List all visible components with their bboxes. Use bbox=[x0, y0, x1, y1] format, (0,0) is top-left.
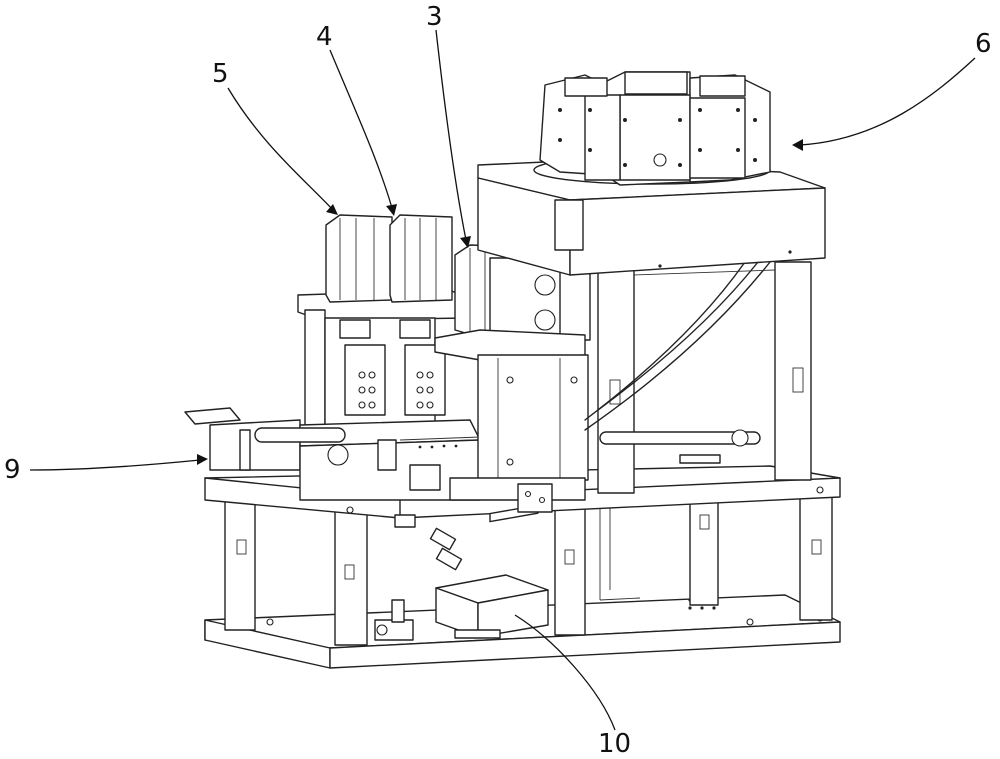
hopper-screws bbox=[558, 108, 757, 167]
feed-rail bbox=[184, 407, 481, 501]
leader-5 bbox=[227, 87, 334, 211]
cylinder-5 bbox=[325, 214, 393, 416]
rotary-hopper bbox=[533, 71, 771, 186]
leader-9 bbox=[29, 459, 201, 471]
callout-labels: 5 4 3 6 9 10 bbox=[4, 2, 992, 759]
leader-6 bbox=[799, 57, 976, 146]
cylinder-4 bbox=[389, 214, 453, 416]
collection-box bbox=[435, 504, 549, 639]
label-5: 5 bbox=[212, 59, 229, 89]
label-4: 4 bbox=[316, 22, 333, 52]
leader-3 bbox=[435, 29, 467, 241]
arrowhead-3 bbox=[460, 236, 471, 248]
lower-legs bbox=[224, 489, 833, 646]
leader-4 bbox=[329, 49, 393, 209]
label-10: 10 bbox=[598, 729, 631, 759]
label-3: 3 bbox=[426, 2, 443, 32]
arrowhead-4 bbox=[386, 204, 397, 216]
leader-10 bbox=[514, 614, 616, 731]
arrowhead-9 bbox=[197, 454, 208, 465]
pneumatic-fittings bbox=[374, 514, 463, 641]
label-9: 9 bbox=[4, 455, 21, 485]
label-6: 6 bbox=[975, 29, 992, 59]
arrowhead-6 bbox=[792, 139, 803, 151]
leader-lines bbox=[29, 29, 976, 731]
rail-holes bbox=[418, 444, 458, 449]
right-tower bbox=[584, 261, 812, 494]
cylinder-3 bbox=[434, 231, 591, 513]
arrowhead-5 bbox=[326, 204, 338, 215]
